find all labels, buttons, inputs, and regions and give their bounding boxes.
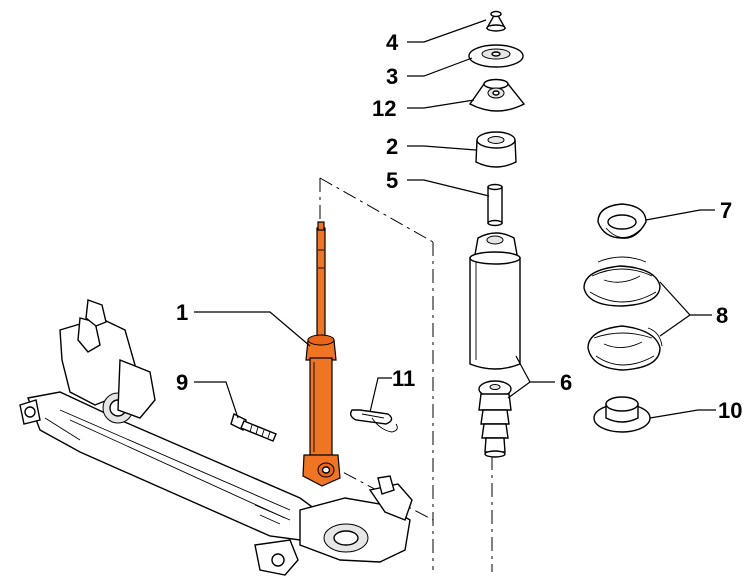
callout-7: 7 <box>720 198 732 223</box>
spacer-tube <box>487 183 503 227</box>
callout-2: 2 <box>386 134 398 159</box>
shock-absorber <box>302 221 341 487</box>
conical-mount <box>468 78 526 112</box>
leader-lines <box>194 19 716 419</box>
rubber-bushing <box>475 131 517 168</box>
bump-stop <box>478 380 512 458</box>
retaining-clip <box>349 409 398 433</box>
callout-labels: 4 3 12 2 5 1 9 11 6 7 8 10 <box>176 30 742 423</box>
coil-spring-upper <box>583 256 661 307</box>
callout-12: 12 <box>372 96 396 121</box>
coil-spring-lower <box>587 325 663 371</box>
upper-spring-seat <box>597 203 647 239</box>
callout-10: 10 <box>718 398 742 423</box>
callout-8: 8 <box>716 303 728 328</box>
washer-plate <box>468 44 524 68</box>
lower-spring-seat <box>593 396 651 433</box>
callout-4: 4 <box>386 30 399 55</box>
callout-5: 5 <box>386 168 398 193</box>
rear-axle-beam <box>19 299 413 576</box>
callout-6: 6 <box>560 370 572 395</box>
callout-3: 3 <box>386 64 398 89</box>
callout-1: 1 <box>176 300 188 325</box>
dust-cover <box>469 232 521 370</box>
callout-11: 11 <box>392 366 415 391</box>
cap <box>485 10 507 32</box>
callout-9: 9 <box>176 370 188 395</box>
bolt <box>230 413 277 442</box>
